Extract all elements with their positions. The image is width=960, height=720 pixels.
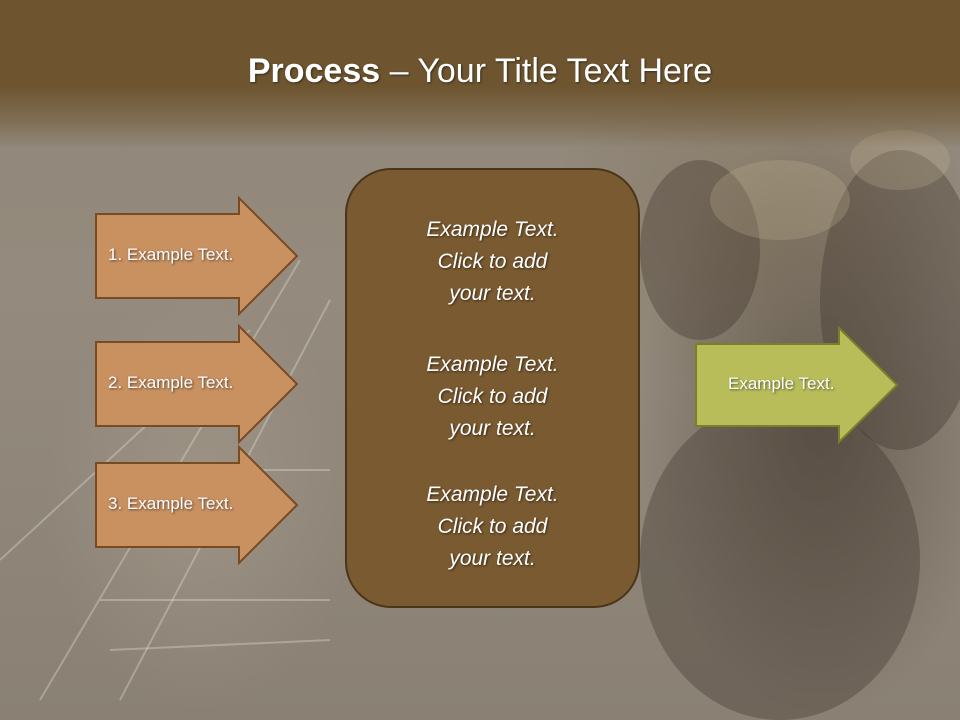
title-bar (0, 0, 960, 148)
center-text-box[interactable]: Example Text. Click to add your text. Ex… (345, 168, 640, 608)
title-bold: Process (247, 52, 381, 90)
left-arrow-2-label: 2. Example Text. (108, 373, 234, 392)
text-block-1-line1: Example Text. (426, 218, 559, 241)
left-arrow-1-label: 1. Example Text. (108, 245, 234, 264)
text-block-3-line2: Click to add (437, 515, 548, 538)
text-block-3-line3: your text. (449, 547, 536, 570)
text-block-2-line2: Click to add (437, 385, 548, 408)
text-block-1-line2: Click to add (437, 250, 548, 273)
text-block-3: Example Text. Click to add your text. (347, 479, 638, 575)
text-block-2-line3: your text. (449, 417, 536, 440)
text-block-2: Example Text. Click to add your text. (347, 349, 638, 445)
text-block-2-line1: Example Text. (426, 353, 559, 376)
right-arrow-label: Example Text. (728, 374, 835, 393)
text-block-3-line1: Example Text. (426, 483, 559, 506)
left-arrow-3[interactable] (95, 444, 299, 566)
slide-title[interactable]: Process – Your Title Text Here (0, 52, 960, 91)
right-arrow[interactable] (695, 325, 899, 445)
left-arrow-3-label: 3. Example Text. (108, 494, 234, 513)
left-arrow-1[interactable] (95, 195, 299, 317)
text-block-1: Example Text. Click to add your text. (347, 214, 638, 310)
text-block-1-line3: your text. (449, 282, 536, 305)
title-rest: – Your Title Text Here (380, 52, 713, 90)
left-arrow-2[interactable] (95, 323, 299, 445)
